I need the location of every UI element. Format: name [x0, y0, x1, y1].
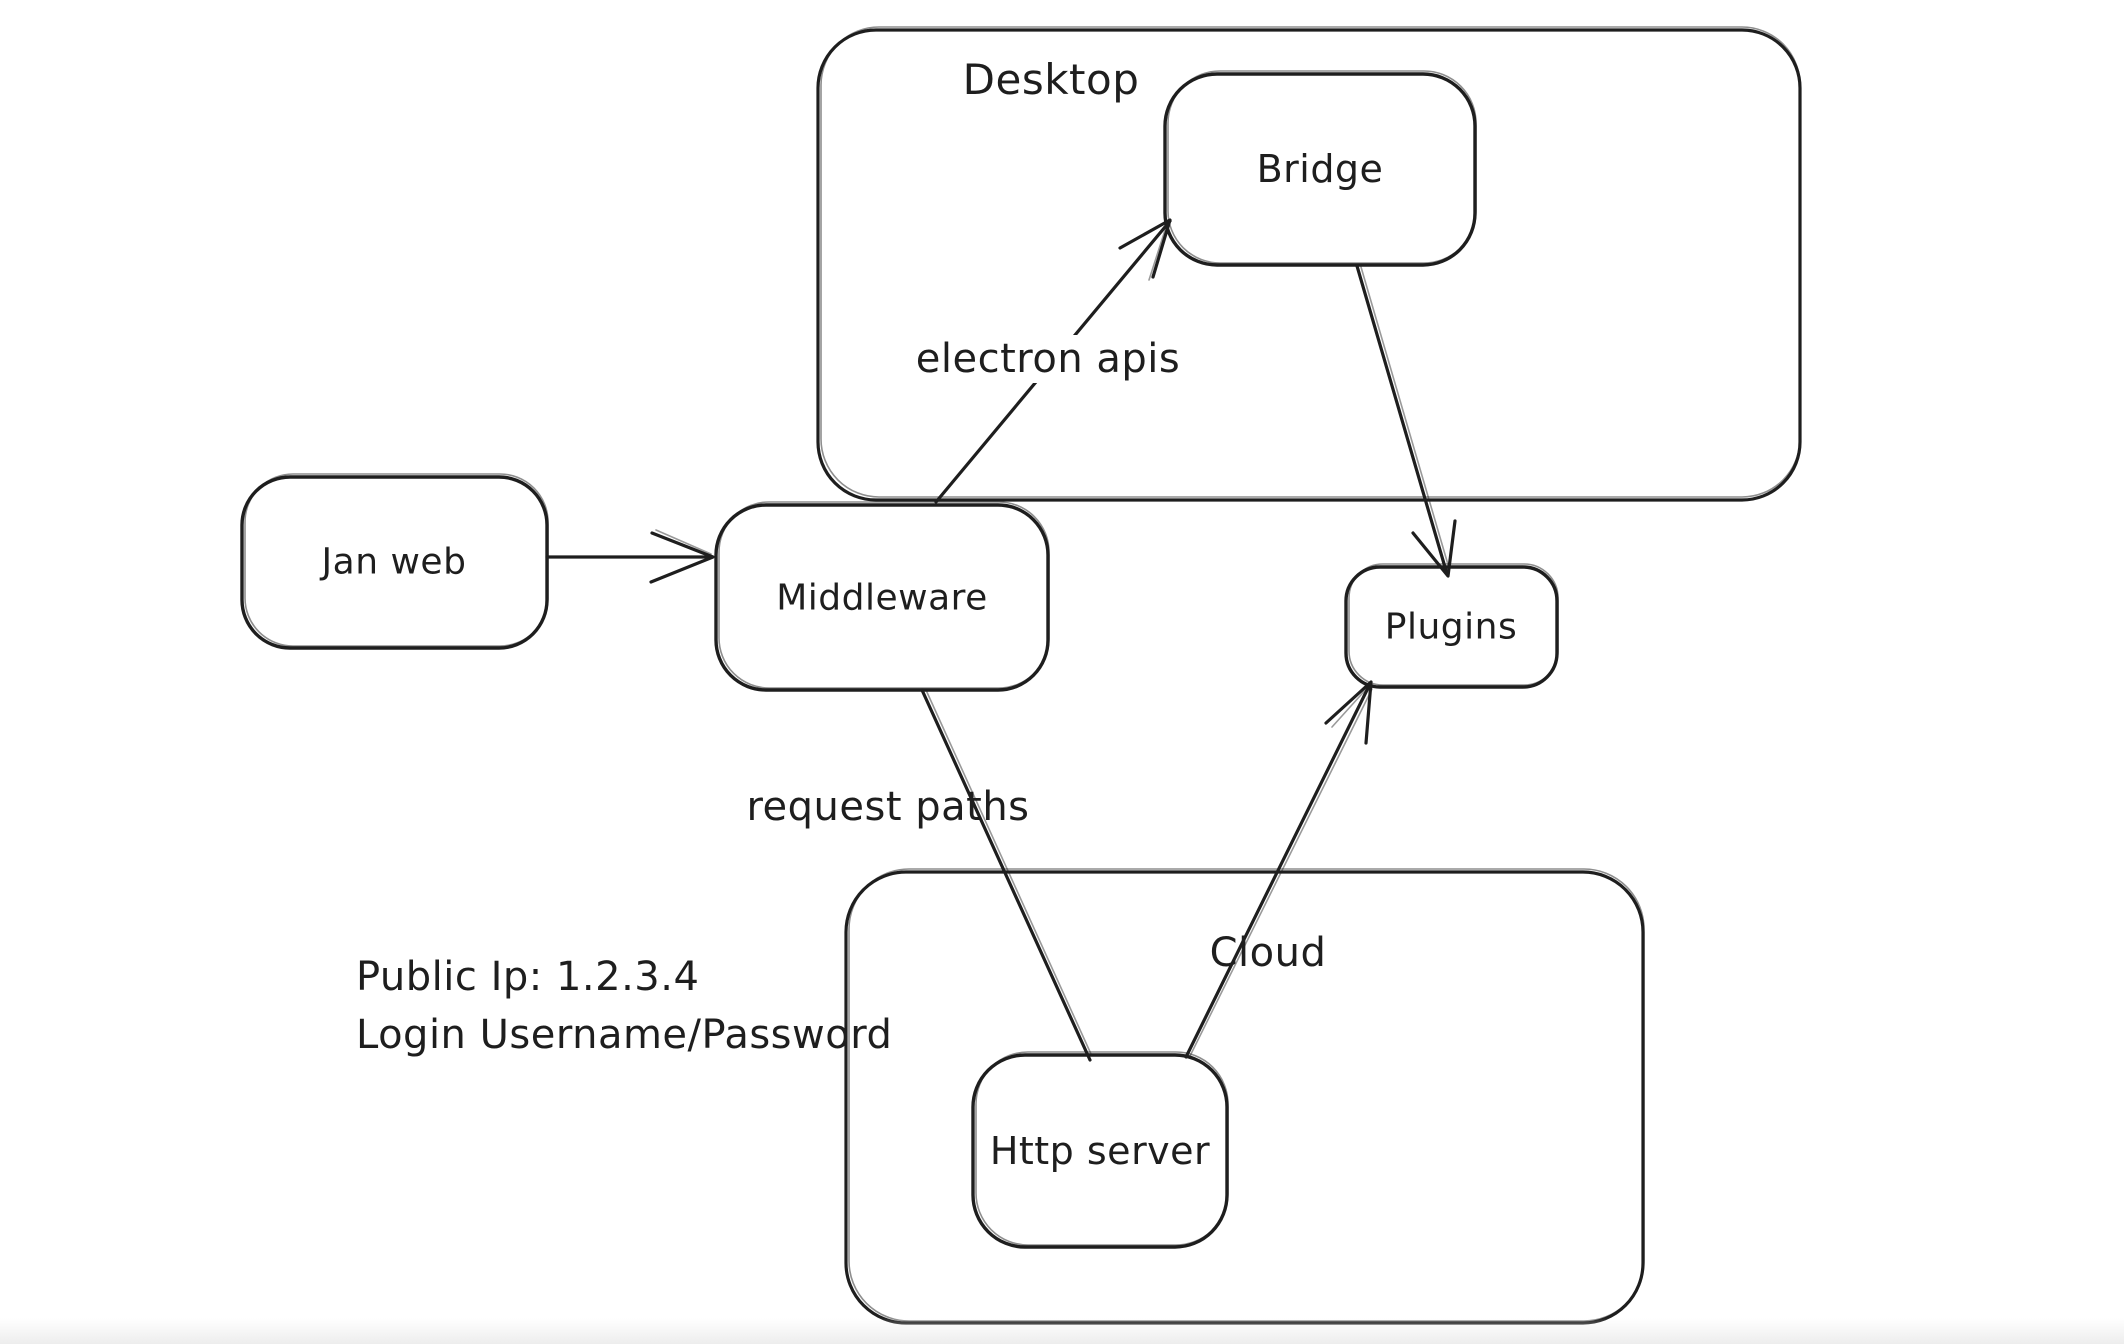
electron-apis-edge-label[interactable]: electron apis	[909, 335, 1187, 383]
edge-bridge-plugins-line-sketch	[1360, 266, 1450, 569]
middleware-label[interactable]: Middleware	[776, 577, 988, 619]
request-paths-edge-label[interactable]: request paths	[746, 784, 1030, 830]
jan-web-sketch-stroke	[244, 473, 549, 647]
edge-httpserver-plugins-line[interactable]	[1184, 682, 1372, 1059]
note-public-ip-line: Public Ip: 1.2.3.4	[356, 954, 700, 1000]
desktop-container-label[interactable]: Desktop	[962, 54, 1140, 104]
http-server-label[interactable]: Http server	[989, 1129, 1211, 1174]
http-server-box[interactable]	[971, 1053, 1229, 1249]
http-server-sketch-stroke	[975, 1051, 1229, 1246]
edge-bridge-plugins-arrowhead	[1411, 519, 1457, 578]
cloud-container[interactable]	[844, 868, 1645, 1325]
cloud-container-label[interactable]: Cloud	[1209, 930, 1327, 976]
desktop-container-sketch-stroke	[820, 26, 1801, 498]
edge-middleware-httpserver-line[interactable]	[920, 688, 1092, 1062]
bridge-box[interactable]	[1163, 72, 1477, 267]
edge-janweb-middleware-arrowhead-sketch	[655, 529, 712, 555]
edge-janweb-middleware-arrowhead	[649, 531, 715, 584]
edge-middleware-bridge-arrowhead-sketch	[1148, 223, 1168, 281]
middleware-node[interactable]	[714, 501, 1050, 692]
note-login-line: Login Username/Password	[356, 1012, 893, 1058]
middleware-sketch-stroke	[718, 501, 1050, 689]
bridge-label[interactable]: Bridge	[1256, 147, 1384, 192]
middleware-box[interactable]	[714, 503, 1050, 692]
jan-web-node[interactable]	[240, 473, 549, 650]
http-server-node[interactable]	[971, 1051, 1229, 1249]
edge-httpserver-plugins-line-sketch	[1189, 688, 1373, 1057]
credentials-note: Public Ip: 1.2.3.4 Login Username/Passwo…	[356, 948, 892, 1064]
cloud-container-outline[interactable]	[844, 870, 1645, 1325]
bridge-node[interactable]	[1163, 70, 1477, 267]
plugins-box[interactable]	[1344, 565, 1559, 689]
edge-middleware-httpserver[interactable]	[920, 688, 1092, 1062]
edge-httpserver-plugins[interactable]	[1184, 680, 1373, 1059]
jan-web-label[interactable]: Jan web	[321, 541, 467, 583]
plugins-node[interactable]	[1344, 563, 1559, 689]
bridge-sketch-stroke	[1167, 70, 1477, 264]
cloud-container-sketch-stroke	[848, 868, 1645, 1322]
plugins-label[interactable]: Plugins	[1384, 606, 1518, 648]
jan-web-box[interactable]	[240, 475, 549, 650]
edge-janweb-middleware[interactable]	[545, 529, 715, 584]
edge-bridge-plugins[interactable]	[1355, 264, 1457, 578]
desktop-container[interactable]	[816, 26, 1802, 502]
edge-middleware-bridge-arrowhead	[1118, 218, 1172, 279]
edge-httpserver-plugins-arrowhead	[1324, 680, 1373, 745]
edge-middleware-httpserver-line-sketch	[925, 689, 1092, 1055]
plugins-sketch-stroke	[1348, 563, 1559, 686]
edge-bridge-plugins-line[interactable]	[1355, 264, 1449, 576]
edge-httpserver-plugins-arrowhead-sketch	[1331, 685, 1370, 728]
